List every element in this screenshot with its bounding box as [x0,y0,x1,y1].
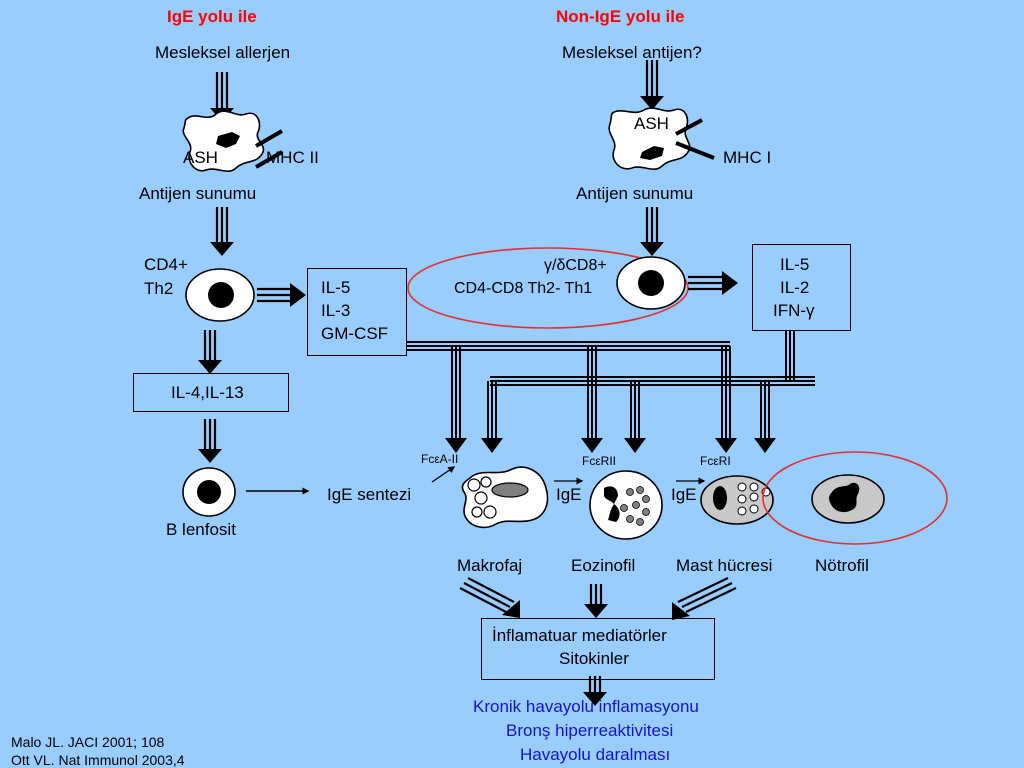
ige-label-mast: IgE [671,485,697,504]
th2-cell-nucleus [208,282,234,308]
cytokine-distribution-lines [406,330,815,440]
arrow-th2-to-il4 [198,330,222,374]
left-apc-antigen [216,132,240,148]
receptor-label-eosinophil: FcεRII [582,454,617,468]
mediators-box [481,618,715,680]
arrow-mast-to-mediators [672,577,737,620]
th2-label: Th2 [144,279,174,298]
b-lymphocyte-nucleus [197,480,221,504]
cd4-label: CD4+ [144,255,188,274]
left-ash-label: ASH [183,148,218,167]
gamma-delta-cell-nucleus [638,270,664,296]
right-cytokine-2: IL-2 [780,278,810,297]
il4-il13-box [133,373,289,412]
left-cytokine-2: IL-3 [321,301,351,320]
right-presentation-label: Antijen sunumu [576,184,694,203]
right-cytokine-3: IFN-γ [773,301,815,320]
right-mhc-receptor [675,118,715,160]
macrophage-vacuoles [467,476,497,519]
ige-path-header: IgE yolu ile [167,7,257,26]
receptor-label-macrophage: FcεA-II [421,452,459,466]
receptor-arrow-macrophage [431,466,456,483]
arrow-th2-to-cytokines [257,283,306,307]
arrow-eosinophil-to-mediators [584,584,608,618]
highlight-ellipse-neutrophil [762,451,948,545]
right-cytokine-1: IL-5 [780,255,810,274]
right-arrow-presentation-to-cell [640,207,664,256]
right-ash-label: ASH [634,114,669,133]
reference-2: Ott VL. Nat Immunol 2003,4 [11,752,185,768]
mediators-label: İnflamatuar mediatörler [492,626,667,645]
receptor-label-mast: FcεRI [700,454,731,468]
eosinophil-nucleus [604,486,620,522]
left-cytokine-1: IL-5 [321,278,351,297]
left-cytokine-box [307,268,407,356]
left-cytokine-3: GM-CSF [321,324,389,343]
eosinophil-label: Eozinofil [571,556,636,575]
arrow-il4-to-bcell [198,419,222,463]
right-arrow-antigen-to-ash [640,60,664,110]
left-mhc-receptor [255,129,283,169]
occupational-allergen-label: Mesleksel allerjen [155,43,291,62]
arrow-cell-to-right-cytokines [688,271,738,295]
il4-il13-label: IL-4,IL-13 [171,383,244,402]
gamma-delta-label: γ/δCD8+ [544,257,607,274]
left-mhc-label: MHC II [266,148,319,167]
left-presentation-label: Antijen sunumu [139,184,257,203]
nonige-path-header: Non-IgE yolu ile [556,7,685,26]
outcome-airway-narrowing: Havayolu daralması [520,745,671,764]
macrophage-nucleus [491,482,529,498]
cytokines-label: Sitokinler [559,649,629,668]
eosinophil-granules [620,486,650,526]
neutrophil-label: Nötrofil [815,556,869,575]
right-mhc-label: MHC I [723,148,772,167]
right-apc-antigen [640,146,664,160]
outcome-hyperreactivity: Bronş hiperreaktivitesi [506,721,674,740]
mast-cell [700,475,774,525]
reference-1: Malo JL. JACI 2001; 108 [11,734,165,750]
macrophage-label: Makrofaj [457,556,523,575]
outcome-chronic-inflammation: Kronik havayolu inflamasyonu [473,697,699,716]
neutrophil-nucleus [829,482,860,513]
right-cytokine-box [752,244,851,331]
occupational-antigen-label: Mesleksel antijen? [562,43,702,62]
cd4-cd8-label: CD4-CD8 Th2- Th1 [454,280,593,297]
mast-cell-label: Mast hücresi [676,556,773,575]
ige-synthesis-label: IgE sentezi [327,485,412,504]
arrow-macrophage-to-mediators [459,577,520,618]
cytokine-arrowheads [445,438,776,453]
mast-cell-nucleus [713,486,727,510]
b-lymphocyte-label: B lenfosit [166,520,236,539]
ige-label-eosinophil: IgE [556,485,582,504]
right-apc-cell [608,107,691,170]
left-arrow-presentation-to-th2 [210,207,234,256]
